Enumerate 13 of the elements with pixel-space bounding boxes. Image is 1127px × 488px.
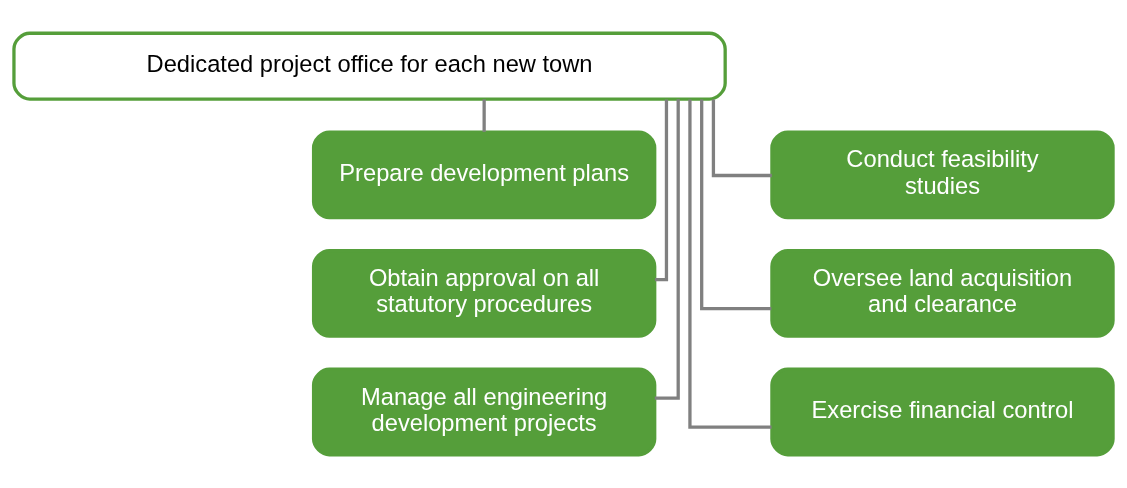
- connector: [688, 99, 772, 429]
- node-box: Obtain approval on all statutory procedures: [311, 248, 657, 338]
- node-box: Oversee land acquisition and clearance: [770, 248, 1115, 338]
- node-box: Prepare development plans: [311, 130, 657, 220]
- connector: [655, 99, 669, 282]
- connector: [482, 99, 486, 132]
- node-box: Dedicated project office for each new town: [12, 31, 727, 101]
- connector: [700, 99, 772, 311]
- connector: [711, 99, 772, 178]
- node-box: Exercise financial control: [770, 367, 1115, 457]
- node-box: Conduct feasibility studies: [770, 130, 1115, 220]
- node-box: Manage all engineering development projects: [311, 367, 657, 457]
- connector: [654, 99, 680, 400]
